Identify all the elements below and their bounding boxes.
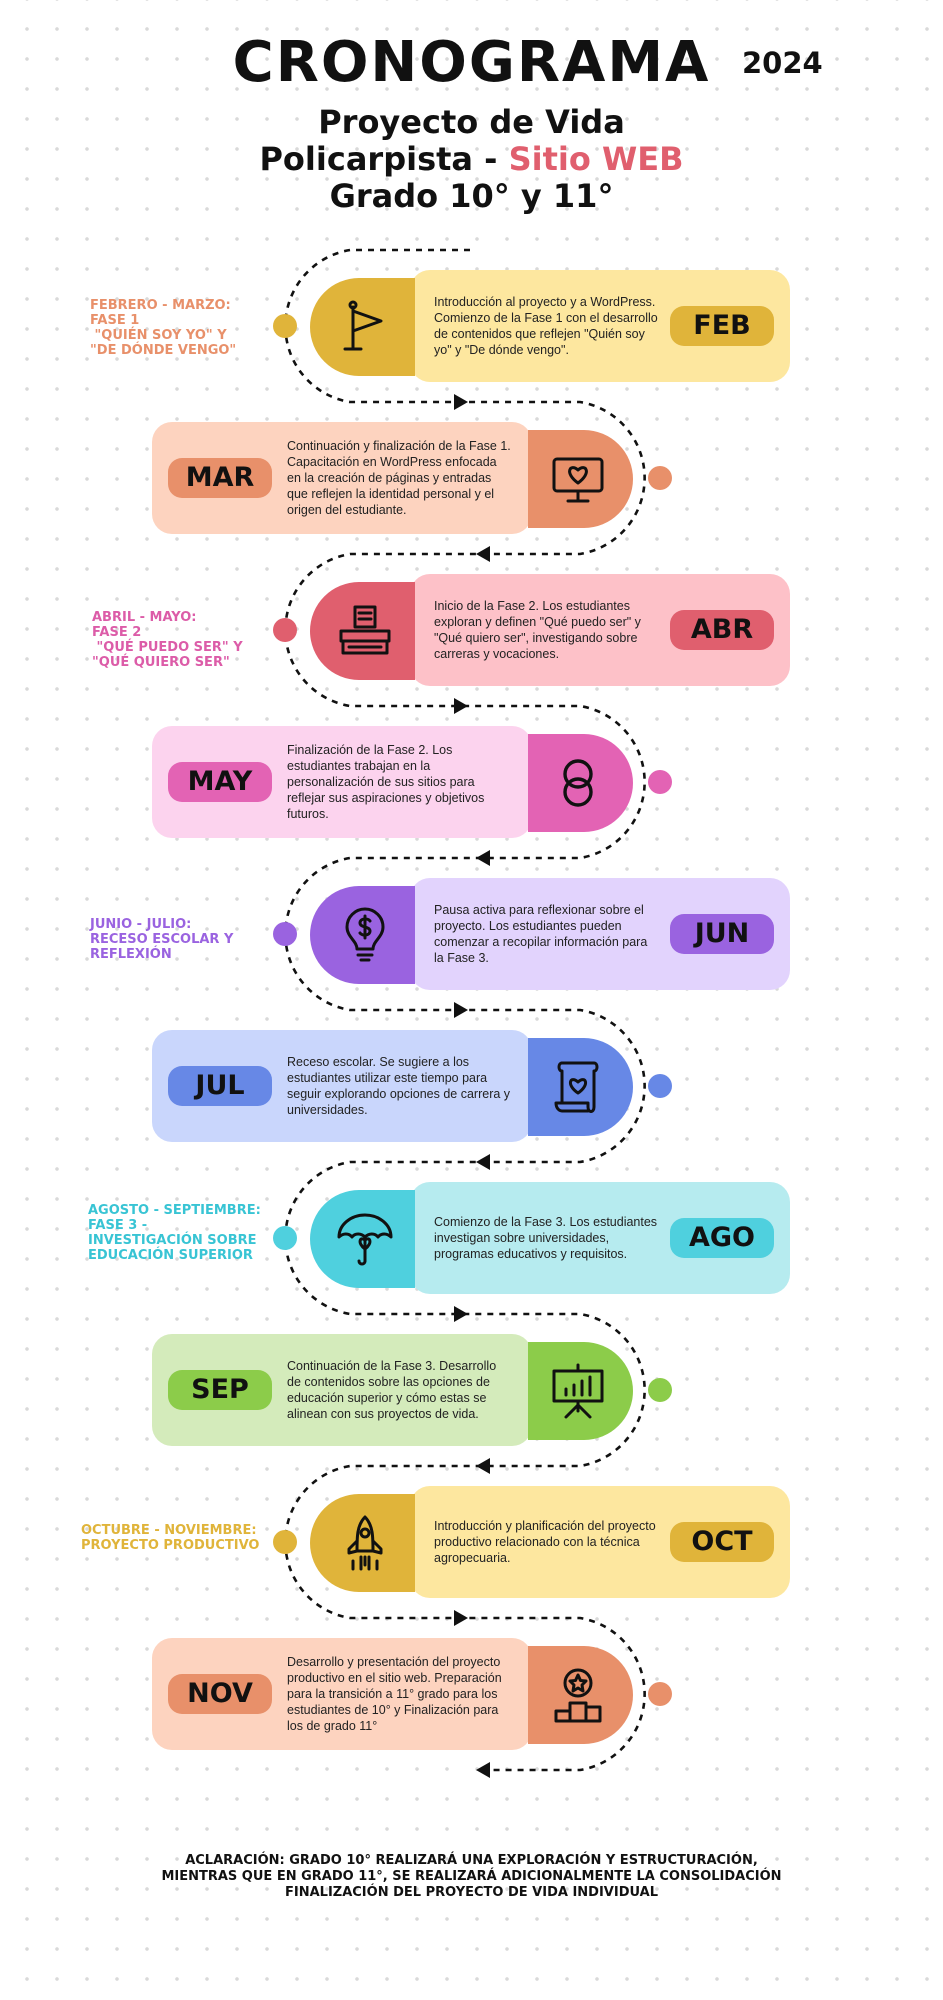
arrow-right-icon [454, 698, 468, 714]
month-pill: SEP [168, 1370, 272, 1410]
flag-icon [343, 300, 383, 351]
phase-label-1: FEBRERO - MARZO: FASE 1 "QUIÉN SOY YO" Y… [90, 298, 237, 358]
subtitle-line-3: Grado 10° y 11° [329, 177, 614, 215]
arrow-left-icon [476, 1762, 490, 1778]
month-icon-bubble [528, 1038, 633, 1136]
month-card-oct: Introducción y planificación del proyect… [410, 1486, 790, 1598]
footer-note: ACLARACIÓN: GRADO 10° REALIZARÁ UNA EXPL… [161, 1853, 782, 1900]
phase-label-3: JUNIO - JULIO: RECESO ESCOLAR Y REFLEXIÓ… [90, 917, 234, 962]
lightbulb-dollar-icon [345, 907, 385, 962]
podium-star-icon [554, 1668, 602, 1723]
subtitle-accent: Sitio WEB [508, 140, 684, 178]
rocket-icon [347, 1515, 383, 1571]
month-card-abr: Inicio de la Fase 2. Los estudiantes exp… [410, 574, 790, 686]
timeline-dot [273, 1226, 297, 1250]
month-icon-bubble [528, 734, 633, 832]
rings-icon [563, 759, 593, 807]
month-icon-bubble [528, 430, 633, 528]
month-icon-bubble [310, 278, 415, 376]
month-pill: ABR [670, 610, 774, 650]
month-card-mar: MAR Continuación y finalización de la Fa… [152, 422, 532, 534]
timeline-dot [273, 618, 297, 642]
month-description: Continuación de la Fase 3. Desarrollo de… [287, 1359, 497, 1421]
month-icon-bubble [310, 886, 415, 984]
timeline-dot [648, 466, 672, 490]
timeline-dot [273, 922, 297, 946]
subtitle-line-1: Proyecto de Vida [318, 103, 625, 141]
arrow-right-icon [454, 1610, 468, 1626]
monitor-heart-icon [552, 457, 604, 503]
month-card-nov: NOV Desarrollo y presentación del proyec… [152, 1638, 532, 1750]
month-description: Continuación y finalización de la Fase 1… [287, 439, 511, 517]
month-pill: JUN [670, 914, 774, 954]
month-card-jun: Pausa activa para reflexionar sobre el p… [410, 878, 790, 990]
month-card-sep: SEP Continuación de la Fase 3. Desarroll… [152, 1334, 532, 1446]
arrow-right-icon [454, 394, 468, 410]
title-year: 2024 [742, 46, 823, 80]
page-subtitle: Proyecto de Vida Policarpista - Sitio WE… [0, 104, 943, 215]
arrow-left-icon [476, 1458, 490, 1474]
month-description: Desarrollo y presentación del proyecto p… [287, 1655, 502, 1733]
month-pill: FEB [670, 306, 774, 346]
arrow-left-icon [476, 546, 490, 562]
umbrella-heart-icon [337, 1213, 393, 1266]
typewriter-icon [339, 605, 391, 655]
scroll-heart-icon [554, 1061, 599, 1113]
month-icon-bubble [528, 1342, 633, 1440]
month-description: Comienzo de la Fase 3. Los estudiantes i… [434, 1215, 658, 1261]
title-text: CRONOGRAMA [232, 30, 711, 95]
month-pill: AGO [670, 1218, 774, 1258]
month-description: Finalización de la Fase 2. Los estudiant… [287, 743, 485, 821]
month-description: Introducción al proyecto y a WordPress. … [434, 295, 658, 357]
arrow-right-icon [454, 1002, 468, 1018]
month-icon-bubble [528, 1646, 633, 1744]
month-icon-bubble [310, 1494, 415, 1592]
timeline-dot [273, 1530, 297, 1554]
timeline-dot [648, 1378, 672, 1402]
month-icon-bubble [310, 1190, 415, 1288]
timeline-dot [273, 314, 297, 338]
timeline-dot [648, 1074, 672, 1098]
arrow-left-icon [476, 1154, 490, 1170]
month-pill: NOV [168, 1674, 272, 1714]
timeline-dot [648, 1682, 672, 1706]
arrow-right-icon [454, 1306, 468, 1322]
month-pill: MAY [168, 762, 272, 802]
subtitle-line-2: Policarpista - Sitio WEB [259, 140, 684, 178]
phase-label-2: ABRIL - MAYO: FASE 2 "QUÉ PUEDO SER" Y "… [92, 610, 243, 670]
month-description: Pausa activa para reflexionar sobre el p… [434, 903, 648, 965]
presentation-chart-icon [552, 1363, 604, 1419]
month-pill: OCT [670, 1522, 774, 1562]
month-description: Inicio de la Fase 2. Los estudiantes exp… [434, 599, 641, 661]
arrow-left-icon [476, 850, 490, 866]
month-description: Introducción y planificación del proyect… [434, 1519, 656, 1565]
month-card-feb: Introducción al proyecto y a WordPress. … [410, 270, 790, 382]
month-card-may: MAY Finalización de la Fase 2. Los estud… [152, 726, 532, 838]
month-pill: JUL [168, 1066, 272, 1106]
month-card-jul: JUL Receso escolar. Se sugiere a los est… [152, 1030, 532, 1142]
page-title: CRONOGRAMA 2024 [0, 30, 943, 95]
month-pill: MAR [168, 458, 272, 498]
timeline-dot [648, 770, 672, 794]
phase-label-5: OCTUBRE - NOVIEMBRE: PROYECTO PRODUCTIVO [81, 1523, 260, 1553]
month-icon-bubble [310, 582, 415, 680]
phase-label-4: AGOSTO - SEPTIEMBRE: FASE 3 - INVESTIGAC… [88, 1203, 261, 1263]
month-card-ago: Comienzo de la Fase 3. Los estudiantes i… [410, 1182, 790, 1294]
month-description: Receso escolar. Se sugiere a los estudia… [287, 1055, 511, 1117]
